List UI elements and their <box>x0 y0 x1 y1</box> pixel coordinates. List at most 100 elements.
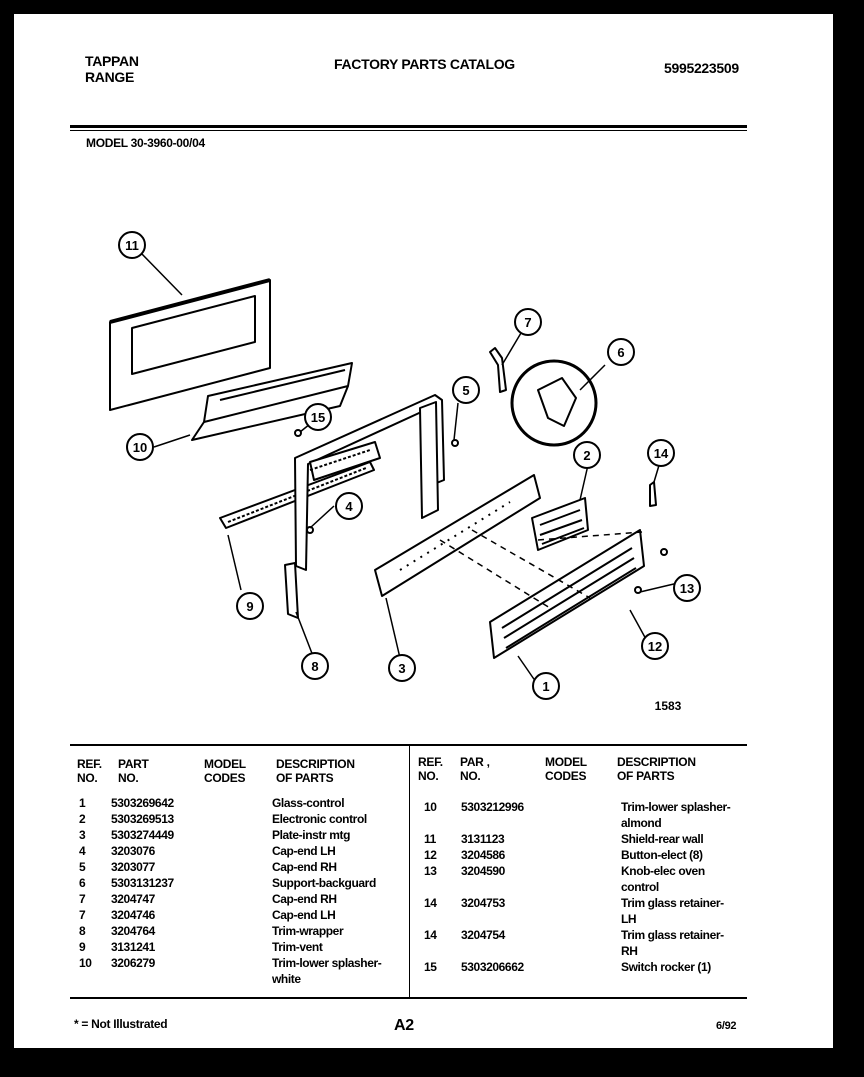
right-row-5-part: 3204754 <box>461 928 505 942</box>
callout-label-15: 15 <box>311 410 325 425</box>
left-row-10-desc: Trim-lower splasher- <box>272 956 382 970</box>
callout-15 <box>304 403 332 431</box>
hdr-ref-left: REF.NO. <box>77 757 102 785</box>
callout-5 <box>452 376 480 404</box>
hdr-ref-right: REF.NO. <box>418 755 443 783</box>
table-bottom-rule <box>70 997 747 999</box>
right-row-6-desc: Switch rocker (1) <box>621 960 711 974</box>
left-row-8-desc: Trim-wrapper <box>272 924 344 938</box>
left-row-3-ref: 4 <box>79 844 86 858</box>
left-row-8-part: 3204764 <box>111 924 155 938</box>
left-row-6-ref: 7 <box>79 892 86 906</box>
left-row-5-ref: 6 <box>79 876 86 890</box>
left-row-10-desc-cont: white <box>272 972 301 986</box>
callout-label-9: 9 <box>246 599 253 614</box>
right-row-3-desc-cont: control <box>621 880 659 894</box>
right-row-4-part: 3204753 <box>461 896 505 910</box>
callout-14 <box>647 439 675 467</box>
header-rule-thick <box>70 125 747 128</box>
right-row-2-ref: 12 <box>424 848 437 862</box>
brand-line-1: TAPPAN <box>85 53 139 69</box>
callout-9 <box>236 592 264 620</box>
callout-label-7: 7 <box>524 315 531 330</box>
right-row-4-desc-cont: LH <box>621 912 637 926</box>
callout-label-6: 6 <box>617 345 624 360</box>
callout-label-14: 14 <box>654 446 669 461</box>
left-row-7-part: 3204746 <box>111 908 155 922</box>
left-row-5-part: 5303131237 <box>111 876 174 890</box>
right-row-4-ref: 14 <box>424 896 437 910</box>
table-top-rule <box>70 744 747 746</box>
left-row-9-ref: 9 <box>79 940 86 954</box>
left-row-0-ref: 1 <box>79 796 86 810</box>
left-row-4-desc: Cap-end RH <box>272 860 337 874</box>
right-row-0-ref: 10 <box>424 800 437 814</box>
callout-label-13: 13 <box>680 581 694 596</box>
callout-12 <box>641 632 669 660</box>
exploded-parts-diagram: 1 2 3 4 5 6 7 8 9 10 11 12 13 14 15 1583 <box>109 231 701 713</box>
callout-label-8: 8 <box>311 659 318 674</box>
page-number: A2 <box>394 1017 414 1034</box>
model-label: MODEL 30-3960-00/04 <box>86 136 205 150</box>
left-row-0-part: 5303269642 <box>111 796 174 810</box>
catalog-number: 5995223509 <box>664 60 739 76</box>
callout-label-3: 3 <box>398 661 405 676</box>
right-row-4-desc: Trim glass retainer- <box>621 896 724 910</box>
brand-line-2: RANGE <box>85 69 135 85</box>
left-row-10-ref: 10 <box>79 956 92 970</box>
left-row-10-part: 3206279 <box>111 956 155 970</box>
left-row-2-part: 5303274449 <box>111 828 174 842</box>
callout-10 <box>126 433 154 461</box>
left-row-3-part: 3203076 <box>111 844 155 858</box>
left-row-7-ref: 7 <box>79 908 86 922</box>
right-row-5-desc: Trim glass retainer- <box>621 928 724 942</box>
right-row-0-part: 5303212996 <box>461 800 524 814</box>
left-row-5-desc: Support-backguard <box>272 876 376 890</box>
callout-2 <box>573 441 601 469</box>
left-row-6-part: 3204747 <box>111 892 155 906</box>
footer-date: 6/92 <box>716 1020 737 1032</box>
left-row-1-ref: 2 <box>79 812 86 826</box>
right-row-6-ref: 15 <box>424 960 437 974</box>
right-row-3-ref: 13 <box>424 864 437 878</box>
left-row-4-ref: 5 <box>79 860 86 874</box>
callout-4 <box>335 492 363 520</box>
header-rule-thin <box>70 130 747 131</box>
left-row-1-part: 5303269513 <box>111 812 174 826</box>
left-row-3-desc: Cap-end LH <box>272 844 336 858</box>
callout-label-12: 12 <box>648 639 662 654</box>
right-row-3-part: 3204590 <box>461 864 505 878</box>
figure-number: 1583 <box>655 699 682 713</box>
left-row-8-ref: 8 <box>79 924 86 938</box>
right-row-3-desc: Knob-elec oven <box>621 864 705 878</box>
left-row-1-desc: Electronic control <box>272 812 367 826</box>
footnote: * = Not Illustrated <box>74 1017 168 1031</box>
callout-1 <box>532 672 560 700</box>
callout-label-4: 4 <box>345 499 353 514</box>
right-row-6-part: 5303206662 <box>461 960 524 974</box>
right-row-1-desc: Shield-rear wall <box>621 832 704 846</box>
callout-7 <box>514 308 542 336</box>
left-row-9-desc: Trim-vent <box>272 940 323 954</box>
left-row-0-desc: Glass-control <box>272 796 345 810</box>
callout-8 <box>301 652 329 680</box>
right-row-0-desc: Trim-lower splasher- <box>621 800 731 814</box>
left-row-6-desc: Cap-end RH <box>272 892 337 906</box>
callout-label-5: 5 <box>462 383 469 398</box>
callout-label-1: 1 <box>542 679 549 694</box>
right-row-1-part: 3131123 <box>461 832 505 846</box>
callout-label-10: 10 <box>133 440 147 455</box>
callout-11 <box>118 231 146 259</box>
callout-label-2: 2 <box>583 448 590 463</box>
callout-label-11: 11 <box>125 238 139 253</box>
right-row-5-desc-cont: RH <box>621 944 638 958</box>
right-row-2-part: 3204586 <box>461 848 505 862</box>
left-row-2-desc: Plate-instr mtg <box>272 828 351 842</box>
right-row-5-ref: 14 <box>424 928 437 942</box>
hdr-part-right: PAR ,NO. <box>460 755 490 783</box>
